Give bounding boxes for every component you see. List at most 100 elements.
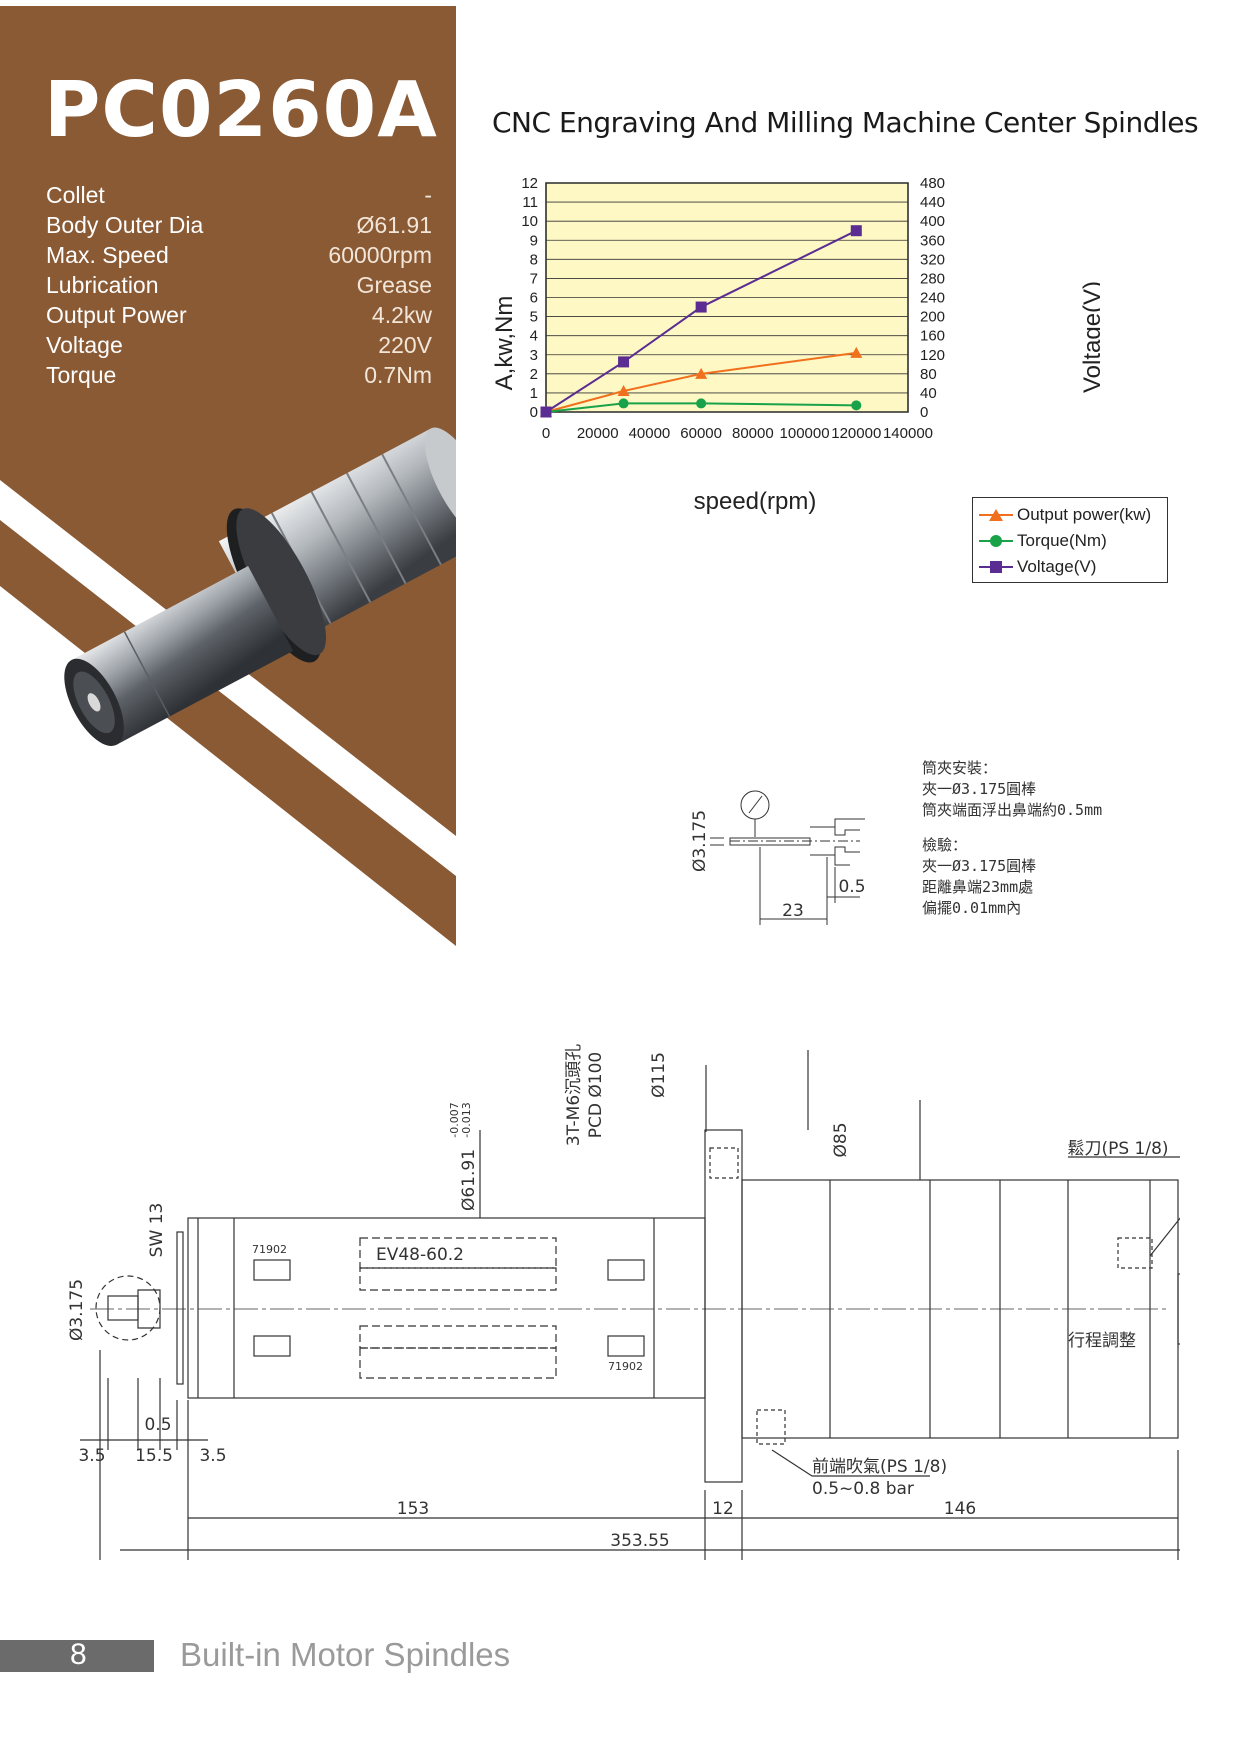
brown-side-panel xyxy=(0,6,456,958)
y2-tick-label: 240 xyxy=(920,290,945,307)
spec-label: Body Outer Dia xyxy=(46,211,204,238)
triangle-marker-icon xyxy=(979,509,1013,521)
mount-holes-label: 3T-M6沉頭孔 xyxy=(564,1044,584,1146)
note-gap xyxy=(922,820,1182,834)
spindle-photo xyxy=(0,6,456,958)
x-tick-label: 140000 xyxy=(883,425,933,442)
detail-notes: 筒夾安裝： 夾一Ø3.175圓棒 筒夾端面浮出鼻端約0.5mm 檢驗： 夾一Ø3… xyxy=(922,757,1182,918)
release-port-label: 鬆刀(PS 1/8) xyxy=(1067,1138,1168,1159)
spec-label: Collet xyxy=(46,181,105,208)
data-point xyxy=(695,367,708,379)
spec-row: Body Outer Dia Ø61.91 xyxy=(46,210,432,240)
legend-item-voltage: Voltage(V) xyxy=(979,554,1161,580)
x-axis-label: speed(rpm) xyxy=(694,488,817,515)
spindle-technical-drawing: Ø3.175 SW 13 Ø61.91 -0.007 -0.013 3T-M6沉… xyxy=(67,1044,1180,1560)
dim-3-5-left: 3.5 xyxy=(78,1446,105,1466)
detail-dia-dim: Ø3.175 xyxy=(690,810,710,872)
note-line: 夾一Ø3.175圓棒 xyxy=(922,857,1037,875)
data-point xyxy=(540,406,552,418)
body-dia-dim: Ø61.91 xyxy=(459,1149,479,1211)
legend-label: Voltage(V) xyxy=(1017,557,1097,576)
note-line: 距離鼻端23mm處 xyxy=(922,878,1034,896)
sw-dim: SW 13 xyxy=(147,1203,167,1258)
data-point xyxy=(618,356,630,368)
spec-table: Collet - Body Outer Dia Ø61.91 Max. Speed 6… xyxy=(46,180,432,390)
model-title: PC0260A xyxy=(44,66,438,155)
data-point xyxy=(618,398,629,409)
y2-tick-label: 160 xyxy=(920,328,945,345)
spec-label: Lubrication xyxy=(46,271,159,298)
detail-23-dim: 23 xyxy=(782,901,804,921)
y2-tick-label: 40 xyxy=(920,385,937,402)
spec-value: 60000rpm xyxy=(328,241,432,268)
data-point xyxy=(850,225,862,237)
legend-label: Torque(Nm) xyxy=(1017,531,1107,550)
dim-0-5: 0.5 xyxy=(144,1415,171,1435)
detail-05-dim: 0.5 xyxy=(838,877,865,897)
data-point xyxy=(696,398,707,409)
y-tick-label: 5 xyxy=(530,309,538,326)
spec-row: Max. Speed 60000rpm xyxy=(46,240,432,270)
note-line: 偏擺0.01mm內 xyxy=(922,899,1022,917)
y-axis-label: A,kw,Nm xyxy=(491,296,518,391)
legend-label: Output power(kw) xyxy=(1017,505,1152,524)
y-tick-label: 9 xyxy=(530,232,538,249)
flange-dia-dim: Ø115 xyxy=(649,1052,669,1098)
y2-tick-label: 0 xyxy=(920,404,928,421)
spec-row: Output Power 4.2kw xyxy=(46,300,432,330)
y-tick-label: 4 xyxy=(530,328,538,345)
dim-146: 146 xyxy=(944,1499,976,1519)
page-heading: CNC Engraving And Milling Machine Center… xyxy=(492,106,1199,139)
air-port-label: 前端吹氣(PS 1/8) xyxy=(812,1457,947,1477)
y-tick-label: 7 xyxy=(530,270,538,287)
dim-15-5: 15.5 xyxy=(135,1446,173,1466)
x-tick-label: 20000 xyxy=(577,425,619,442)
page-number: 8 xyxy=(70,1638,87,1671)
spec-value: - xyxy=(424,181,432,208)
y-tick-label: 6 xyxy=(530,290,538,307)
spec-value: 220V xyxy=(378,331,432,358)
y-tick-label: 1 xyxy=(530,385,538,402)
y-tick-label: 2 xyxy=(530,366,538,383)
x-tick-label: 60000 xyxy=(680,425,722,442)
stroke-adjust-label: 行程調整 xyxy=(1068,1331,1136,1351)
y-tick-label: 12 xyxy=(521,175,538,192)
note-line: 筒夾安裝： xyxy=(922,759,998,777)
y2-tick-label: 440 xyxy=(920,194,945,211)
bearing-front-label: 71902 xyxy=(252,1243,287,1256)
series-line xyxy=(545,351,857,413)
y-tick-label: 10 xyxy=(521,213,538,230)
y-tick-label: 11 xyxy=(522,194,538,211)
spec-label: Torque xyxy=(46,361,117,388)
y-tick-label: 0 xyxy=(530,404,538,421)
note-line: 夾一Ø3.175圓棒 xyxy=(922,780,1037,798)
spec-value: 4.2kw xyxy=(371,301,432,328)
air-pressure-label: 0.5~0.8 bar xyxy=(812,1479,914,1499)
motor-label: EV48-60.2 xyxy=(376,1245,464,1265)
spec-value: Ø61.91 xyxy=(356,211,432,238)
chart-plot-area: 0123456789101112040801201602002402803203… xyxy=(521,175,945,442)
rear-dia-dim: Ø85 xyxy=(831,1122,851,1157)
spec-label: Output Power xyxy=(46,301,187,328)
performance-chart: 0123456789101112040801201602002402803203… xyxy=(491,175,1100,515)
y-tick-label: 3 xyxy=(530,347,538,364)
spec-label: Max. Speed xyxy=(46,241,169,268)
y2-tick-label: 280 xyxy=(920,270,945,287)
pcd-label: PCD Ø100 xyxy=(586,1052,606,1138)
body-tol-lower: -0.013 xyxy=(460,1102,473,1137)
spec-row: Torque 0.7Nm xyxy=(46,360,432,390)
note-line: 筒夾端面浮出鼻端約0.5mm xyxy=(922,801,1103,819)
spec-value: 0.7Nm xyxy=(364,361,432,388)
bearing-rear-label: 71902 xyxy=(608,1360,643,1373)
footer-bar xyxy=(0,1640,154,1672)
y2-tick-label: 320 xyxy=(920,251,945,268)
y2-tick-label: 80 xyxy=(920,366,937,383)
y2-tick-label: 200 xyxy=(920,309,945,326)
dim-total: 353.55 xyxy=(610,1531,669,1551)
runout-detail-drawing: Ø3.175 23 0.5 xyxy=(690,790,866,925)
data-point xyxy=(695,301,707,313)
dim-12: 12 xyxy=(712,1499,734,1519)
spec-row: Collet - xyxy=(46,180,432,210)
circle-marker-icon xyxy=(979,535,1013,547)
